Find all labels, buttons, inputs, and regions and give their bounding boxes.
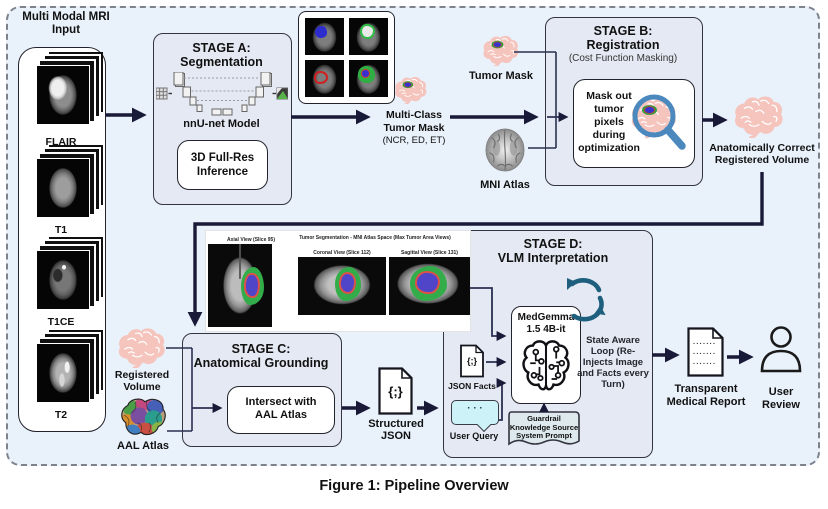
brain-circuit-icon bbox=[522, 340, 570, 391]
stage-d-subtitle: VLM Interpretation bbox=[497, 251, 609, 265]
intersect-box: Intersect with AAL Atlas bbox=[227, 386, 335, 434]
mri-stack-flair bbox=[36, 65, 90, 125]
registered-volume-label: Registered Volume bbox=[114, 369, 170, 393]
medical-report-label: Transparent Medical Report bbox=[666, 383, 746, 408]
registered-output-label: Anatomically Correct Registered Volume bbox=[709, 142, 815, 166]
json-facts-label: JSON Facts bbox=[448, 381, 496, 391]
medgemma-label-2: 1.5 4B-it bbox=[526, 323, 566, 335]
stage-b-note: (Cost Function Masking) bbox=[568, 53, 678, 64]
multiclass-label-2: Tumor Mask bbox=[383, 122, 445, 134]
bubble-dots: · · · bbox=[467, 403, 483, 414]
mask-out-label: Mask out tumor pixels during optimizatio… bbox=[578, 90, 640, 154]
modality-label-t2: T2 bbox=[54, 409, 68, 421]
mri-stack-t2 bbox=[36, 343, 90, 403]
registered-output-brain-icon bbox=[733, 95, 785, 138]
person-icon bbox=[760, 326, 802, 373]
structured-json-glyph: {;} bbox=[388, 384, 403, 399]
medical-report-lines: ······· ······· ······· bbox=[693, 341, 717, 368]
stage-a-title: STAGE A: bbox=[192, 41, 251, 55]
multiclass-label-1: Multi-Class bbox=[385, 109, 442, 121]
guardrail-line-1: Guardrail bbox=[527, 414, 561, 423]
axial-view-title: Axial View (Slice 95) bbox=[227, 237, 275, 243]
tumor-mask-input-icon bbox=[482, 35, 520, 66]
figure-header: Multi Modal MRI Input bbox=[22, 11, 110, 36]
mri-stack-t1ce bbox=[36, 250, 90, 310]
stage-c-subtitle: Anatomical Grounding bbox=[193, 356, 329, 370]
structured-json-label: Structured JSON bbox=[368, 418, 424, 442]
stage-d-title: STAGE D: bbox=[523, 237, 583, 251]
magnifier-icon bbox=[630, 94, 686, 150]
structured-json-icon: {;} bbox=[377, 367, 414, 415]
figure-caption: Figure 1: Pipeline Overview bbox=[319, 478, 509, 494]
stage-a-subtitle: Segmentation bbox=[180, 55, 263, 69]
mni-atlas-icon bbox=[485, 128, 525, 172]
user-query-bubble: · · · bbox=[451, 400, 499, 433]
guardrail-line-2: Knowledge Source bbox=[509, 422, 579, 432]
sagittal-view-title: Sagittal View (Slice 131) bbox=[401, 250, 458, 256]
multiclass-label-3: (NCR, ED, ET) bbox=[382, 135, 446, 146]
stage-c-title: STAGE C: bbox=[231, 342, 291, 356]
coronal-view-title: Coronal View (Slice 112) bbox=[313, 250, 371, 256]
stage-b-subtitle: Registration bbox=[586, 38, 660, 52]
mri-stack-t1 bbox=[36, 158, 90, 218]
axial-view-image bbox=[208, 244, 272, 327]
mask-cell-combined bbox=[349, 60, 388, 97]
mask-cell-ed bbox=[349, 18, 388, 55]
unet-model-label: nnU-net Model bbox=[183, 118, 260, 130]
tumor-mask-label: Tumor Mask bbox=[469, 70, 533, 82]
mni-atlas-label: MNI Atlas bbox=[480, 179, 530, 191]
intersect-box-label: Intersect with AAL Atlas bbox=[245, 396, 317, 421]
user-query-label: User Query bbox=[449, 431, 499, 441]
mri-image-flair bbox=[36, 65, 90, 125]
mask-cell-ncr bbox=[305, 18, 344, 55]
segmentation-panel-title: Tumor Segmentation - MNI Atlas Space (Ma… bbox=[299, 235, 451, 241]
registered-volume-brain-icon bbox=[117, 327, 167, 368]
json-facts-glyph: {;} bbox=[466, 356, 477, 366]
modality-label-t1ce: T1CE bbox=[47, 316, 75, 328]
modality-label-t1: T1 bbox=[54, 224, 68, 236]
aal-atlas-label: AAL Atlas bbox=[117, 440, 169, 452]
inference-box-label: 3D Full-Res Inference bbox=[190, 152, 255, 178]
user-review-label: User Review bbox=[762, 386, 800, 411]
guardrail-line-3: System Prompt bbox=[516, 431, 572, 441]
loop-arrows-icon bbox=[567, 278, 606, 322]
aal-atlas-icon bbox=[121, 398, 166, 436]
modality-label-flair: FLAIR bbox=[45, 136, 77, 148]
mri-image-t2 bbox=[36, 343, 90, 403]
unet-architecture-icon bbox=[156, 72, 288, 116]
guardrail-prompt-box: Guardrail Knowledge Source System Prompt bbox=[507, 410, 581, 452]
mask-cell-et bbox=[305, 60, 344, 97]
medical-report-icon: ······· ······· ······· bbox=[686, 327, 725, 377]
mri-image-t1ce bbox=[36, 250, 90, 310]
segmentation-panel: Tumor Segmentation - MNI Atlas Space (Ma… bbox=[206, 231, 470, 331]
sagittal-view-image bbox=[389, 257, 470, 315]
tumor-mask-grid bbox=[298, 11, 395, 104]
tumor-mask-brain-icon bbox=[394, 76, 428, 104]
state-loop-note: State Aware Loop (Re-Injects Image and F… bbox=[577, 335, 649, 390]
inference-box: 3D Full-Res Inference bbox=[177, 140, 268, 190]
coronal-view-image bbox=[298, 257, 386, 315]
mri-image-t1 bbox=[36, 158, 90, 218]
stage-b-title: STAGE B: bbox=[593, 24, 653, 38]
json-facts-icon: {;} bbox=[459, 344, 485, 378]
